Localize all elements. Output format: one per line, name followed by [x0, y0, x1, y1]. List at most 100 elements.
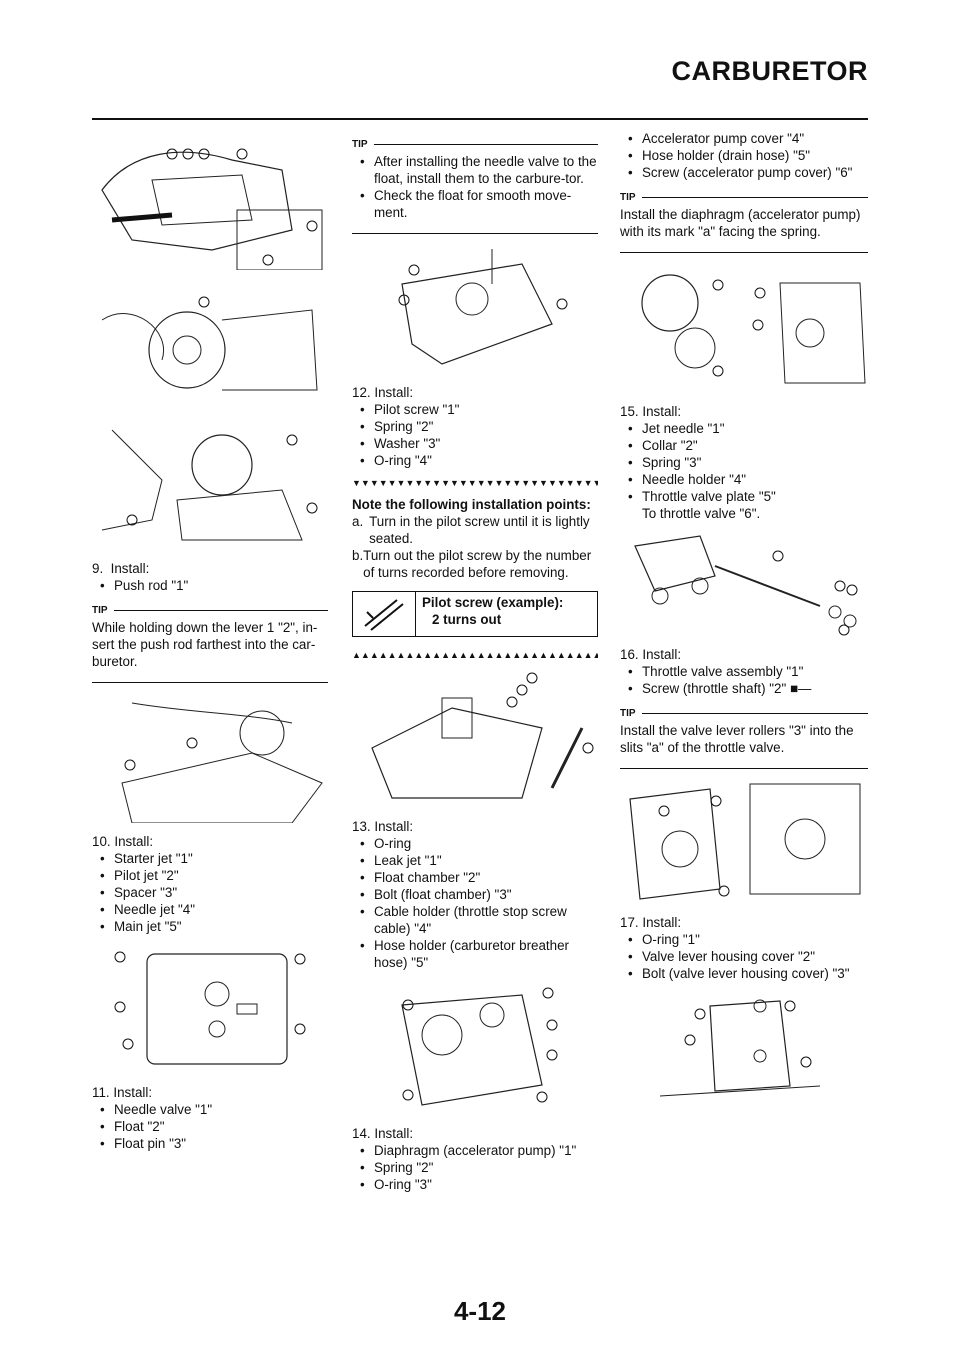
list-item: Collar "2"	[620, 437, 868, 454]
list-item: Cable holder (throttle stop screw cable)…	[352, 903, 598, 937]
figure-push-rod-assembly	[92, 130, 328, 270]
spec-label: Pilot screw (example):	[422, 595, 564, 610]
list-item: O-ring "4"	[352, 452, 598, 469]
list-item: Pilot jet "2"	[92, 867, 328, 884]
list-item: Screw (accelerator pump cover) "6"	[620, 164, 868, 181]
procedure-end-markers: ▲▲▲▲▲▲▲▲▲▲▲▲▲▲▲▲▲▲▲▲▲▲▲▲▲▲▲▲	[352, 650, 598, 660]
step-number: 12.	[352, 385, 371, 400]
step-label: Install:	[642, 404, 682, 419]
step-16: 16. Install: Throttle valve assembly "1"…	[620, 646, 868, 697]
list-item: Float chamber "2"	[352, 869, 598, 886]
step-9: 9. Install: Push rod "1"	[92, 560, 328, 594]
note-item-b: b.Turn out the pilot screw by the number…	[352, 548, 592, 580]
figure-push-rod-insert	[92, 693, 328, 823]
step-label: Install:	[114, 834, 154, 849]
step-15: 15. Install: Jet needle "1" Collar "2" S…	[620, 403, 868, 522]
list-item: Hose holder (drain hose) "5"	[620, 147, 868, 164]
list-item: Spring "3"	[620, 454, 868, 471]
step-label: Install:	[110, 561, 150, 576]
figure-lever-c	[92, 280, 328, 410]
column-1: 9. Install: Push rod "1" TIP While holdi…	[92, 126, 328, 1152]
figure-jets	[92, 939, 328, 1074]
list-item: Spacer "3"	[92, 884, 328, 901]
list-item: O-ring "1"	[620, 931, 868, 948]
list-item: Spring "2"	[352, 1159, 598, 1176]
page-title: CARBURETOR	[671, 56, 868, 86]
tip-text: While holding down the lever 1 "2", in-s…	[92, 620, 318, 669]
spec-box: Pilot screw (example): 2 turns out	[352, 591, 598, 637]
list-item: Jet needle "1"	[620, 420, 868, 437]
list-item: Needle valve "1"	[92, 1101, 328, 1118]
tip-heading: TIP	[352, 139, 368, 150]
list-item: Starter jet "1"	[92, 850, 328, 867]
procedure-start-markers: ▼▼▼▼▼▼▼▼▼▼▼▼▼▼▼▼▼▼▼▼▼▼▼▼▼▼▼▼	[352, 478, 598, 488]
list-item: O-ring	[352, 835, 598, 852]
figure-float-install	[352, 244, 598, 374]
header-rule	[92, 118, 868, 120]
step-number: 9.	[92, 561, 104, 576]
list-item: Spring "2"	[352, 418, 598, 435]
tip-heading: TIP	[620, 708, 636, 719]
step-number: 14.	[352, 1126, 371, 1141]
list-item: Push rod "1"	[92, 577, 328, 594]
step-17: 17. Install: O-ring "1" Valve lever hous…	[620, 914, 868, 982]
figure-valve-lever-rollers	[620, 779, 868, 904]
list-item: Throttle valve assembly "1"	[620, 663, 868, 680]
page-number: 4-12	[453, 1296, 507, 1326]
tip-heading: TIP	[92, 605, 108, 616]
figure-valve-lever-housing-cover	[620, 986, 868, 1106]
list-item: Needle jet "4"	[92, 901, 328, 918]
tip-box: TIP While holding down the lever 1 "2", …	[92, 602, 328, 683]
step-label: Install:	[374, 385, 414, 400]
step-sub-text: To throttle valve "6".	[642, 506, 761, 521]
list-item: Throttle valve plate "5"	[620, 488, 868, 505]
step-number: 13.	[352, 819, 371, 834]
step-label: Install:	[374, 1126, 414, 1141]
list-item: Accelerator pump cover "4"	[620, 130, 868, 147]
step-number: 15.	[620, 404, 639, 419]
list-item: Valve lever housing cover "2"	[620, 948, 868, 965]
column-2: TIP After installing the needle valve to…	[352, 126, 598, 1193]
list-item: Check the float for smooth move-ment.	[352, 187, 598, 221]
tip-heading: TIP	[620, 192, 636, 203]
list-item: Float "2"	[92, 1118, 328, 1135]
tip-text: Install the valve lever rollers "3" into…	[620, 723, 854, 755]
tip-box: TIP After installing the needle valve to…	[352, 136, 598, 234]
figure-accelerator-pump	[620, 263, 868, 393]
list-item: Pilot screw "1"	[352, 401, 598, 418]
note-item-a: a.Turn in the pilot screw until it is li…	[352, 514, 590, 546]
step-number: 10.	[92, 834, 111, 849]
list-item: Diaphragm (accelerator pump) "1"	[352, 1142, 598, 1159]
note-heading: Note the following installation points:	[352, 497, 591, 512]
step-number: 11.	[92, 1085, 110, 1100]
step-10: 10. Install: Starter jet "1" Pilot jet "…	[92, 833, 328, 935]
list-item: Leak jet "1"	[352, 852, 598, 869]
step-14: 14. Install: Diaphragm (accelerator pump…	[352, 1125, 598, 1193]
step-number: 16.	[620, 647, 639, 662]
list-item: Bolt (valve lever housing cover) "3"	[620, 965, 868, 982]
figure-pilot-screw	[352, 668, 598, 808]
spec-value: 2 turns out	[432, 612, 502, 627]
figure-lever-e-d	[92, 420, 328, 550]
list-item: Washer "3"	[352, 435, 598, 452]
tip-box: TIP Install the diaphragm (accelerator p…	[620, 189, 868, 253]
list-item: After installing the needle valve to the…	[352, 153, 598, 187]
caliper-icon	[353, 592, 416, 636]
list-item: Hose holder (carburetor breather hose) "…	[352, 937, 598, 971]
list-item: Needle holder "4"	[620, 471, 868, 488]
list-item: Main jet "5"	[92, 918, 328, 935]
step-label: Install:	[642, 647, 682, 662]
step-label: Install:	[113, 1085, 153, 1100]
step-12: 12. Install: Pilot screw "1" Spring "2" …	[352, 384, 598, 469]
step-label: Install:	[374, 819, 414, 834]
step-label: Install:	[642, 915, 682, 930]
figure-float-chamber	[352, 975, 598, 1115]
list-item: Float pin "3"	[92, 1135, 328, 1152]
tip-box: TIP Install the valve lever rollers "3" …	[620, 705, 868, 769]
figure-throttle-valve	[620, 526, 868, 636]
column-3: Accelerator pump cover "4" Hose holder (…	[620, 126, 868, 1116]
step-11: 11. Install: Needle valve "1" Float "2" …	[92, 1084, 328, 1152]
list-item: Bolt (float chamber) "3"	[352, 886, 598, 903]
list-item: Screw (throttle shaft) "2" ■—	[620, 680, 868, 697]
screwdriver-icon: ■—	[789, 681, 812, 696]
